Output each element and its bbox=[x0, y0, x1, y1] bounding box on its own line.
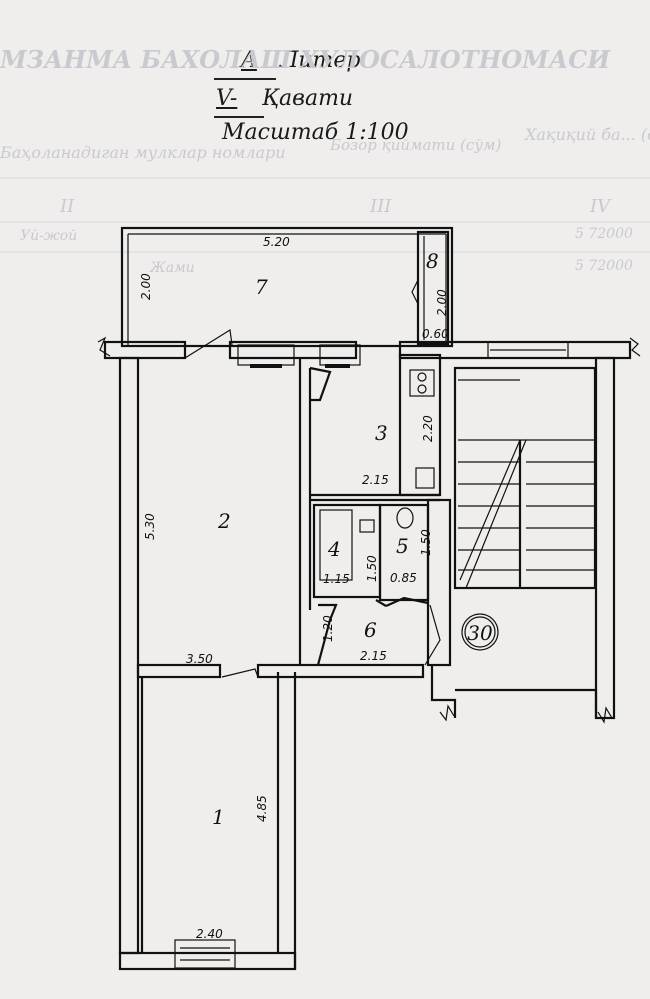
dim-2-20: 2.20 bbox=[421, 415, 435, 442]
dimension-labels: 5.20 2.00 2.00 0.60 2.20 2.15 5.30 1.15 … bbox=[139, 235, 449, 941]
room-number-5: 5 bbox=[396, 534, 409, 558]
room-number-2: 2 bbox=[217, 509, 231, 533]
bg-title: МЗАНМА БАХОЛАШ ХУЛОСАЛОТНОМАСИ bbox=[0, 45, 611, 74]
dim-3-50: 3.50 bbox=[186, 652, 213, 666]
bg-value-2: 5 72000 bbox=[575, 258, 633, 274]
dim-1-20: 1.20 bbox=[321, 615, 335, 642]
liter-value: A bbox=[241, 48, 257, 73]
stairwell: 30 bbox=[430, 366, 613, 724]
room-number-1: 1 bbox=[212, 805, 225, 829]
dim-1-50-a: 1.50 bbox=[365, 555, 379, 582]
stair-number: 30 bbox=[467, 621, 493, 645]
liter-label: Литер bbox=[280, 48, 361, 73]
bg-roman-3: III bbox=[369, 196, 392, 217]
bg-col-cost: Бозор қиймати (сўм) bbox=[329, 136, 501, 154]
dim-0-85: 0.85 bbox=[390, 571, 417, 585]
dim-5-30: 5.30 bbox=[143, 513, 157, 540]
bg-item: Уй-жой bbox=[20, 228, 77, 244]
floor-value: V- bbox=[216, 86, 238, 111]
bg-value-1: 5 72000 bbox=[575, 226, 633, 242]
dim-0-60: 0.60 bbox=[422, 327, 449, 341]
header-underline-2 bbox=[214, 116, 264, 118]
room-number-8: 8 bbox=[426, 249, 439, 273]
room-numbers: 1 2 3 4 5 6 7 8 bbox=[212, 249, 439, 829]
room-number-4: 4 bbox=[327, 537, 341, 561]
dim-1-50-b: 1.50 bbox=[419, 529, 433, 556]
room-number-6: 6 bbox=[364, 618, 377, 642]
dim-2-40: 2.40 bbox=[196, 927, 223, 941]
bg-col-real: Хақиқий ба... (сўм) bbox=[523, 125, 650, 144]
partitions bbox=[136, 353, 452, 953]
bg-total: Жами bbox=[149, 260, 195, 276]
balcony bbox=[120, 226, 454, 348]
room-number-3: 3 bbox=[375, 421, 388, 445]
floor-label: Қавати bbox=[262, 86, 354, 111]
bg-roman-2: II bbox=[59, 196, 75, 217]
dim-2-00-left: 2.00 bbox=[139, 273, 153, 300]
dim-2-15-top: 2.15 bbox=[362, 473, 389, 487]
background-document: МЗАНМА БАХОЛАШ ХУЛОСАЛОТНОМАСИ Баҳоланад… bbox=[0, 45, 650, 276]
room-number-7: 7 bbox=[255, 275, 268, 299]
bg-col-name: Баҳоланадиган мулклар номлари bbox=[0, 143, 286, 162]
scale-label: Масштаб 1:100 bbox=[222, 120, 409, 145]
bg-roman-4: IV bbox=[589, 196, 612, 217]
outer-walls bbox=[97, 328, 641, 971]
dim-2-00-right: 2.00 bbox=[435, 289, 449, 316]
dim-1-15: 1.15 bbox=[323, 572, 350, 586]
dim-5-20: 5.20 bbox=[263, 235, 290, 249]
dim-4-85: 4.85 bbox=[255, 795, 269, 822]
dim-2-15-bottom: 2.15 bbox=[360, 649, 387, 663]
header-underline-1 bbox=[214, 78, 276, 80]
